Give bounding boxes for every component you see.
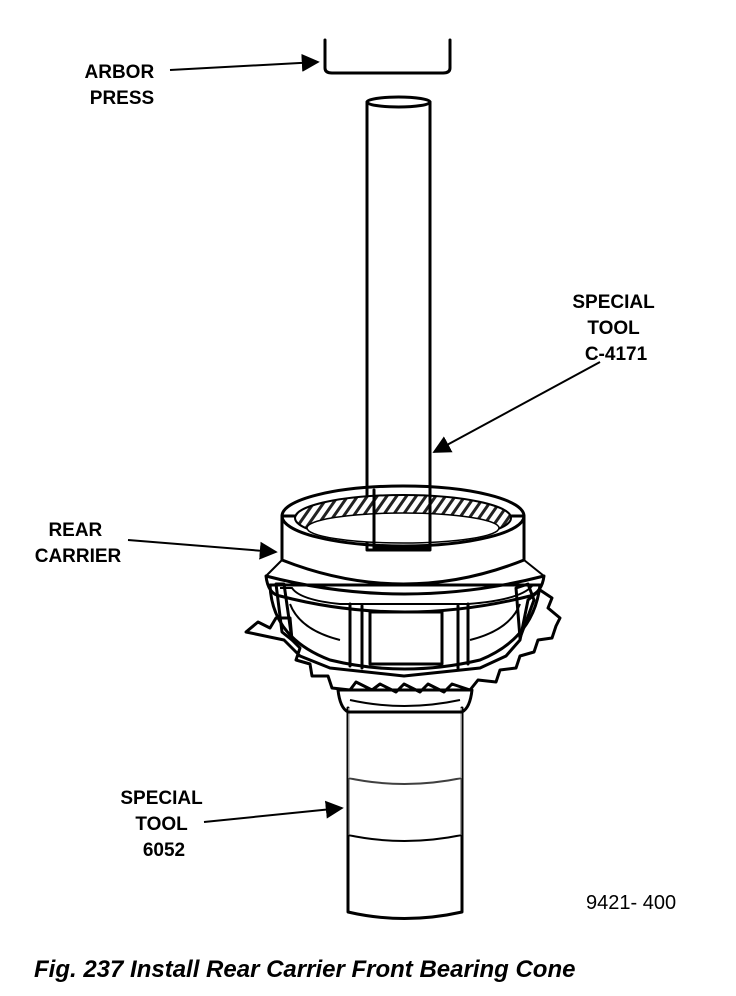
leader-arrows xyxy=(127,53,601,823)
tool-c4171-shaft xyxy=(365,95,432,552)
label-rear-carrier: REAR CARRIER xyxy=(35,520,122,567)
label-special-tool-6052: SPECIAL TOOL 6052 xyxy=(120,788,207,861)
arrow-arbor-press xyxy=(169,53,320,72)
figure-caption: Fig. 237 Install Rear Carrier Front Bear… xyxy=(34,956,575,983)
arrow-c4171 xyxy=(432,361,601,453)
label-special-tool-c4171: SPECIAL TOOL C-4171 xyxy=(572,292,659,365)
label-arbor-press: ARBOR PRESS xyxy=(85,62,160,109)
arbor-press-ram xyxy=(323,38,452,75)
arrow-6052 xyxy=(203,800,344,823)
rear-carrier xyxy=(244,484,562,714)
arrow-rear-carrier xyxy=(127,539,278,560)
tool-6052-cylinder xyxy=(346,706,464,920)
figure-reference-number: 9421- 400 xyxy=(586,892,676,914)
